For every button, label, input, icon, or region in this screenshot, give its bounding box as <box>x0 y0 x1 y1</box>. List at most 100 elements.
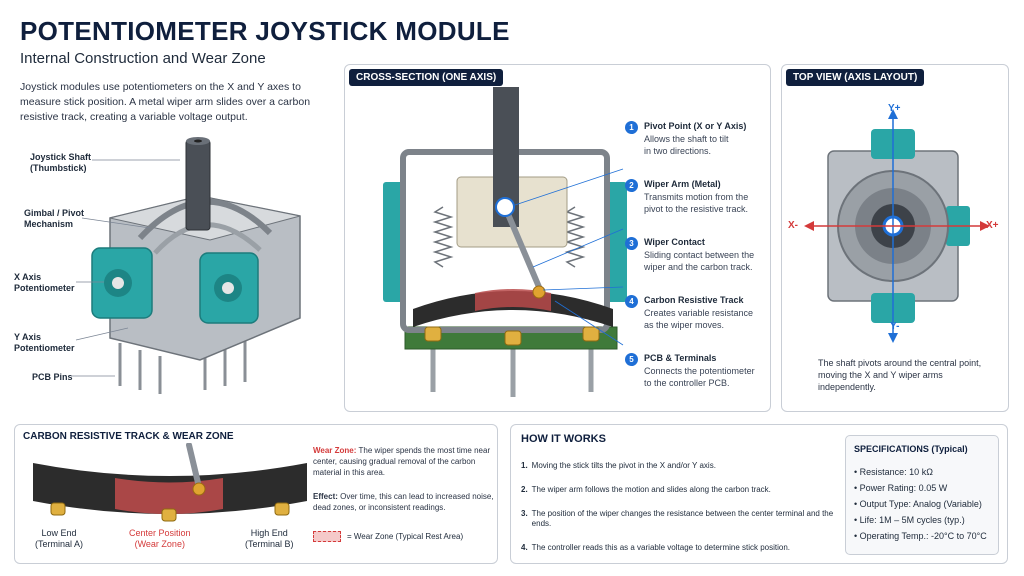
page-subtitle: Internal Construction and Wear Zone <box>20 50 266 67</box>
step-desc-line: wiper and the carbon track. <box>644 262 753 272</box>
step-desc-line: Sliding contact between the <box>644 250 755 260</box>
callout-label-sub: Potentiometer <box>14 283 75 293</box>
page-title: POTENTIOMETER JOYSTICK MODULE <box>20 16 510 46</box>
step-5: 5 PCB & Terminals Connects the potentiom… <box>625 353 770 411</box>
callout-label: X Axis <box>14 272 42 282</box>
carbon-track-drawing <box>33 443 307 522</box>
how-item: 4. The controller reads this as a variab… <box>521 543 841 553</box>
low-end-sub: (Terminal A) <box>35 539 84 549</box>
how-it-works-panel: HOW IT WORKS 1. Moving the stick tilts t… <box>510 424 1008 564</box>
top-view-caption: The shaft pivots around the central poin… <box>818 358 982 392</box>
step-4: 4 Carbon Resistive Track Creates variabl… <box>625 295 770 353</box>
top-view-drawing <box>804 109 990 343</box>
how-item: 1. Moving the stick tilts the pivot in t… <box>521 461 841 471</box>
how-item: 2. The wiper arm follows the motion and … <box>521 485 841 495</box>
step-title: PCB & Terminals <box>644 353 717 363</box>
step-desc: Sliding contact between the wiper and the… <box>644 249 754 273</box>
cross-section-panel: CROSS-SECTION (ONE AXIS) <box>344 64 771 412</box>
cross-section-tag: CROSS-SECTION (ONE AXIS) <box>349 69 504 86</box>
effect-text: Over time, this can lead to increased no… <box>313 492 494 512</box>
callout-label: PCB Pins <box>32 372 73 382</box>
spec-item: • Life: 1M – 5M cycles (typ.) <box>854 515 965 525</box>
wear-zone-legend-text: = Wear Zone (Typical Rest Area) <box>347 532 464 541</box>
spec-text: Operating Temp.: -20°C to 70°C <box>859 531 987 541</box>
intro-text: Joystick modules use potentiometers on t… <box>20 81 311 123</box>
callout-gimbal: Gimbal / Pivot Mechanism <box>24 208 84 230</box>
top-view-panel: TOP VIEW (AXIS LAYOUT) Y+ Y- X- X+ The s… <box>781 64 1009 412</box>
specifications-title: SPECIFICATIONS (Typical) <box>854 444 968 454</box>
spec-text: Output Type: Analog (Variable) <box>859 499 982 509</box>
callout-label-sub: (Thumbstick) <box>30 163 87 173</box>
step-title: Wiper Contact <box>644 237 705 247</box>
wear-zone-text: The wiper spends the most time near cent… <box>313 446 491 477</box>
callout-label: Gimbal / Pivot <box>24 208 85 218</box>
step-desc: Creates variable resistance as the wiper … <box>644 307 753 331</box>
step-desc: Transmits motion from the pivot to the re… <box>644 191 748 215</box>
callout-joystick-shaft: Joystick Shaft (Thumbstick) <box>30 152 91 174</box>
how-item-text: Moving the stick tilts the pivot in the … <box>531 461 716 470</box>
wear-zone-note: Wear Zone: The wiper spends the most tim… <box>313 445 495 478</box>
callout-x-axis-pot: X Axis Potentiometer <box>14 272 75 294</box>
callout-label: Joystick Shaft <box>30 152 92 162</box>
y-minus-label: Y- <box>890 321 900 332</box>
specifications-list: • Resistance: 10 kΩ • Power Rating: 0.05… <box>854 464 987 544</box>
how-item-num: 2. <box>521 485 528 494</box>
step-number-badge: 4 <box>625 295 638 308</box>
how-item-num: 1. <box>521 461 528 470</box>
low-end-label: Low End (Terminal A) <box>35 528 83 550</box>
step-desc: Connects the potentiometer to the control… <box>644 365 755 389</box>
cross-section-drawing <box>383 87 627 397</box>
step-desc-line: pivot to the resistive track. <box>644 204 749 214</box>
callout-label-sub: Potentiometer <box>14 343 75 353</box>
spec-item: • Operating Temp.: -20°C to 70°C <box>854 531 987 541</box>
x-minus-label: X- <box>788 220 798 231</box>
step-desc-line: Allows the shaft to tilt <box>644 134 729 144</box>
wear-track-title: CARBON RESISTIVE TRACK & WEAR ZONE <box>23 431 234 442</box>
callout-label: Y Axis <box>14 332 42 342</box>
callout-label-sub: Mechanism <box>24 219 74 229</box>
step-title: Carbon Resistive Track <box>644 295 744 305</box>
center-sub: (Wear Zone) <box>134 539 185 549</box>
step-title: Wiper Arm (Metal) <box>644 179 721 189</box>
step-desc-line: as the wiper moves. <box>644 320 725 330</box>
high-end-sub: (Terminal B) <box>245 539 294 549</box>
effect-label: Effect: <box>313 492 338 501</box>
high-end-label: High End (Terminal B) <box>245 528 294 550</box>
how-item: 3. The position of the wiper changes the… <box>521 509 841 529</box>
step-2: 2 Wiper Arm (Metal) Transmits motion fro… <box>625 179 770 237</box>
how-item-num: 3. <box>521 509 528 518</box>
wear-zone-swatch <box>313 531 341 542</box>
center-title: Center Position <box>129 528 191 538</box>
spec-item: • Resistance: 10 kΩ <box>854 467 933 477</box>
top-view-tag: TOP VIEW (AXIS LAYOUT) <box>786 69 925 86</box>
callout-y-axis-pot: Y Axis Potentiometer <box>14 332 75 354</box>
spec-text: Resistance: 10 kΩ <box>859 467 933 477</box>
callout-pcb-pins: PCB Pins <box>32 372 73 383</box>
how-item-text: The controller reads this as a variable … <box>531 543 791 552</box>
step-desc-line: Connects the potentiometer <box>644 366 755 376</box>
cross-section-steps: 1 Pivot Point (X or Y Axis) Allows the s… <box>625 121 770 411</box>
step-desc-line: Transmits motion from the <box>644 192 749 202</box>
step-number-badge: 2 <box>625 179 638 192</box>
spec-text: Life: 1M – 5M cycles (typ.) <box>859 515 965 525</box>
step-number-badge: 3 <box>625 237 638 250</box>
how-item-num: 4. <box>521 543 528 552</box>
step-desc-line: Creates variable resistance <box>644 308 754 318</box>
x-plus-label: X+ <box>986 220 999 231</box>
wear-zone-label: Wear Zone: <box>313 446 357 455</box>
low-end-title: Low End <box>41 528 77 538</box>
how-item-text: The wiper arm follows the motion and sli… <box>531 485 771 494</box>
how-item-text: The position of the wiper changes the re… <box>531 509 834 528</box>
step-desc-line: in two directions. <box>644 146 712 156</box>
high-end-title: High End <box>250 528 288 538</box>
joystick-module-drawing <box>72 137 301 394</box>
step-number-badge: 1 <box>625 121 638 134</box>
module-illustration <box>0 128 340 408</box>
step-number-badge: 5 <box>625 353 638 366</box>
how-it-works-list: 1. Moving the stick tilts the pivot in t… <box>521 461 841 553</box>
wear-track-panel: CARBON RESISTIVE TRACK & WEAR ZONE Low E… <box>14 424 498 564</box>
step-desc: Allows the shaft to tilt in two direction… <box>644 133 746 157</box>
spec-text: Power Rating: 0.05 W <box>859 483 948 493</box>
step-desc-line: to the controller PCB. <box>644 378 730 388</box>
wear-zone-legend: = Wear Zone (Typical Rest Area) <box>313 531 463 542</box>
